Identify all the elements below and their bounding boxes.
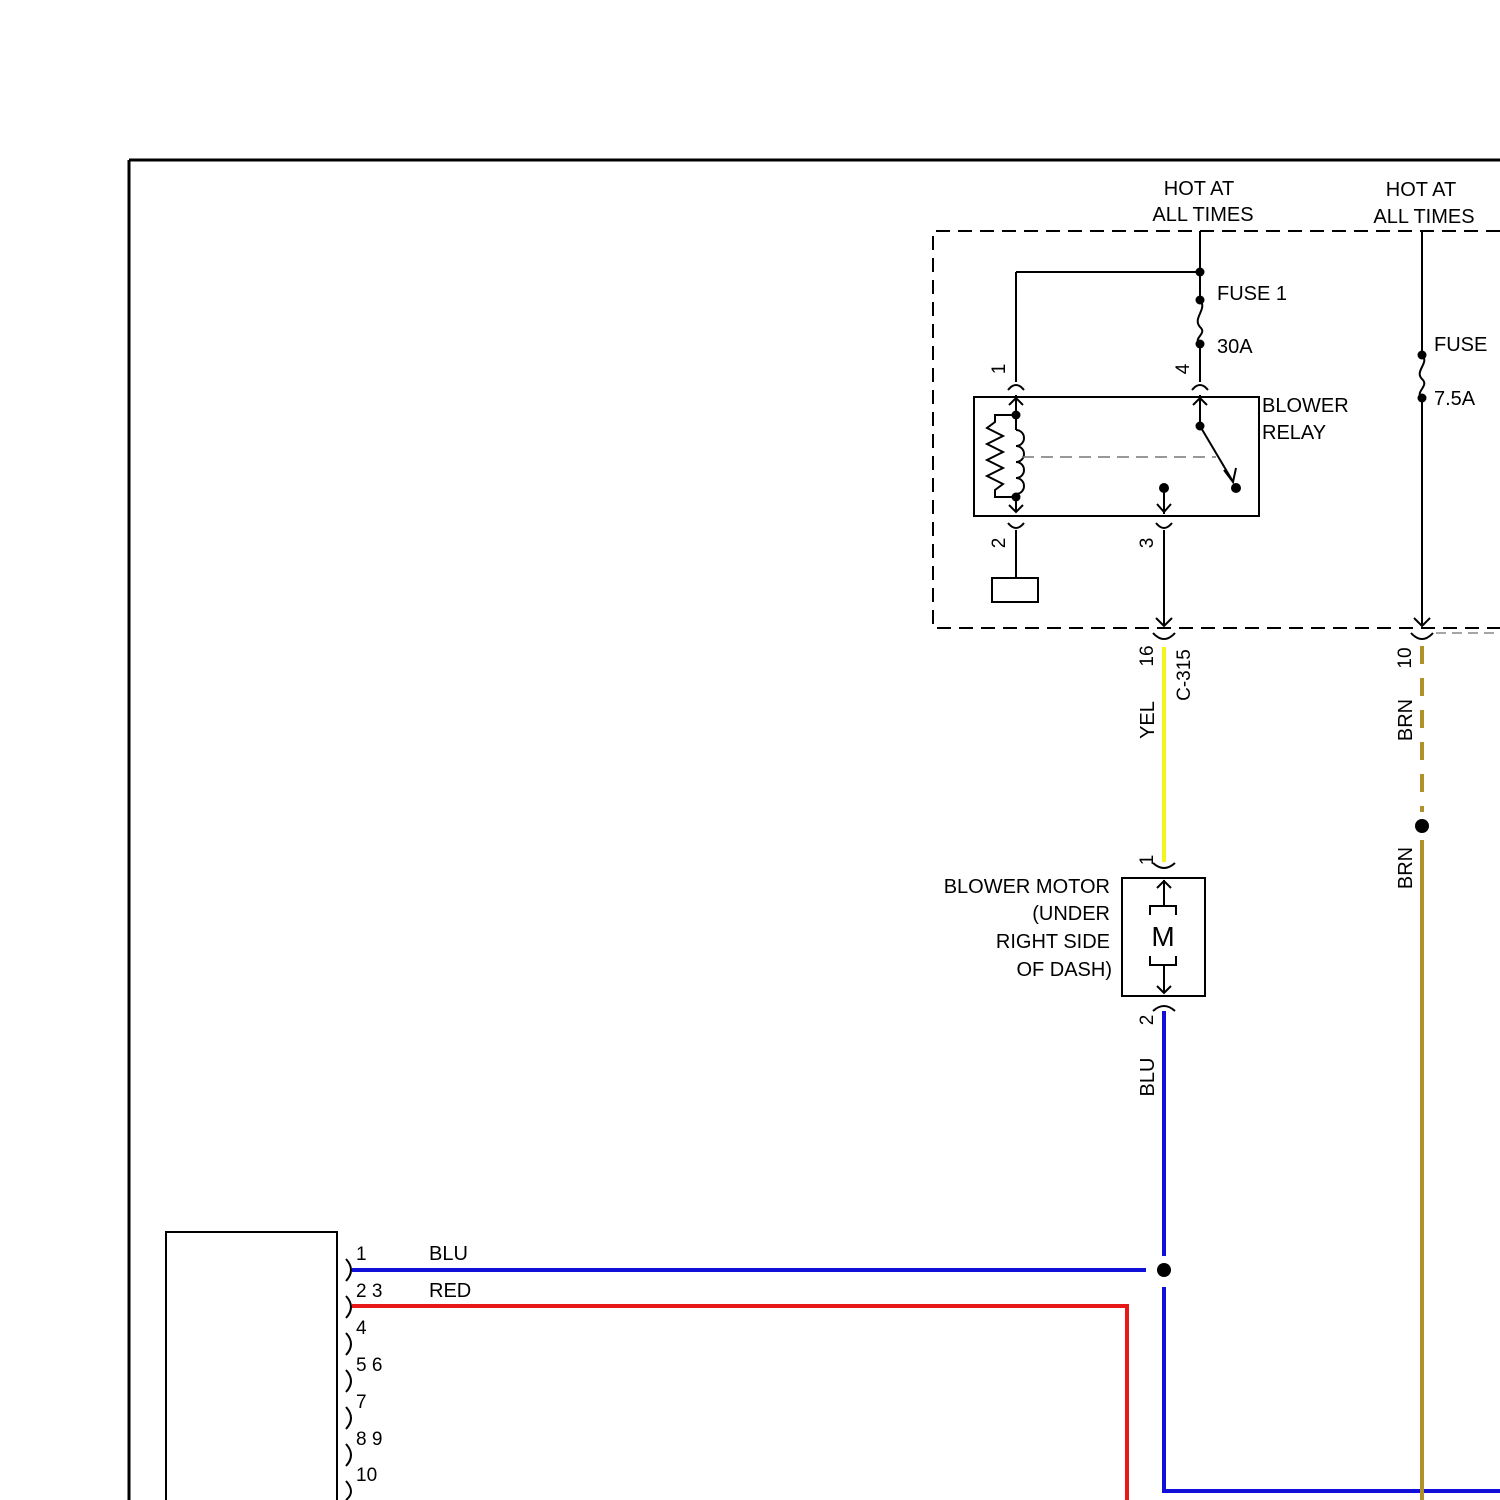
fuse-2-circuit: [1414, 231, 1430, 626]
brn-wire-label-2: BRN: [1395, 847, 1417, 889]
fuse-2-symbol: [1420, 355, 1425, 398]
switch-pin-10: 10: [356, 1465, 377, 1486]
fuse-1-circuit: [1016, 231, 1205, 382]
fuse-1-rating: 30A: [1217, 336, 1253, 358]
switch-pin-4: 4: [356, 1318, 367, 1339]
fuse-1-symbol: [1198, 300, 1203, 344]
hot-label-2-line1: HOT AT: [1386, 179, 1456, 201]
switch-blu-label: BLU: [429, 1243, 468, 1265]
connector-pin-10: 10: [1395, 647, 1416, 668]
relay-coil: [1016, 430, 1024, 494]
fuse-2-rating: 7.5A: [1434, 388, 1476, 410]
connector-c315: [1153, 633, 1500, 639]
ground-terminal: [992, 578, 1038, 602]
relay-pin-3: 3: [1137, 538, 1158, 549]
switch-pin-1: 1: [356, 1244, 367, 1265]
blu-wire-label: BLU: [1137, 1058, 1159, 1097]
blower-switch-module: [166, 1232, 351, 1500]
switch-red-wire: [352, 1306, 1127, 1500]
blower-relay: [974, 385, 1259, 626]
relay-pin-4: 4: [1173, 363, 1194, 374]
blu-splice: [1157, 1263, 1171, 1277]
hot-label-1-line2: ALL TIMES: [1152, 204, 1253, 226]
hot-label-2-line2: ALL TIMES: [1373, 206, 1474, 228]
motor-label-line3: RIGHT SIDE: [996, 931, 1110, 953]
relay-label-line2: RELAY: [1262, 422, 1326, 444]
relay-pin-2: 2: [989, 538, 1010, 549]
relay-label-line1: BLOWER: [1262, 395, 1349, 417]
motor-label-line1: BLOWER MOTOR: [944, 876, 1110, 898]
relay-resistor: [987, 415, 1016, 497]
brn-wire-label: BRN: [1395, 699, 1417, 741]
page-frame: [129, 160, 1500, 1500]
yel-wire-label: YEL: [1137, 701, 1159, 739]
switch-pin-2-3: 2 3: [356, 1281, 382, 1302]
switch-pin-7: 7: [356, 1392, 367, 1413]
hot-label-1-line1: HOT AT: [1164, 178, 1234, 200]
switch-pin-8-9: 8 9: [356, 1429, 382, 1450]
motor-label-line4: OF DASH): [1016, 959, 1112, 981]
relay-pin-1: 1: [989, 364, 1010, 375]
brn-splice: [1415, 819, 1429, 833]
connector-name: C-315: [1174, 649, 1195, 701]
motor-pin-2: 2: [1137, 1015, 1158, 1026]
motor-label-line2: (UNDER: [1032, 903, 1110, 925]
motor-pin-1: 1: [1137, 855, 1158, 866]
switch-pin-5-6: 5 6: [356, 1355, 382, 1376]
fuse-2-label: FUSE: [1434, 334, 1487, 356]
switch-red-label: RED: [429, 1280, 471, 1302]
connector-pin-16: 16: [1137, 645, 1158, 666]
motor-symbol: M: [1151, 921, 1174, 952]
fuse-1-label: FUSE 1: [1217, 283, 1287, 305]
blu-wire: [1162, 1011, 1500, 1491]
